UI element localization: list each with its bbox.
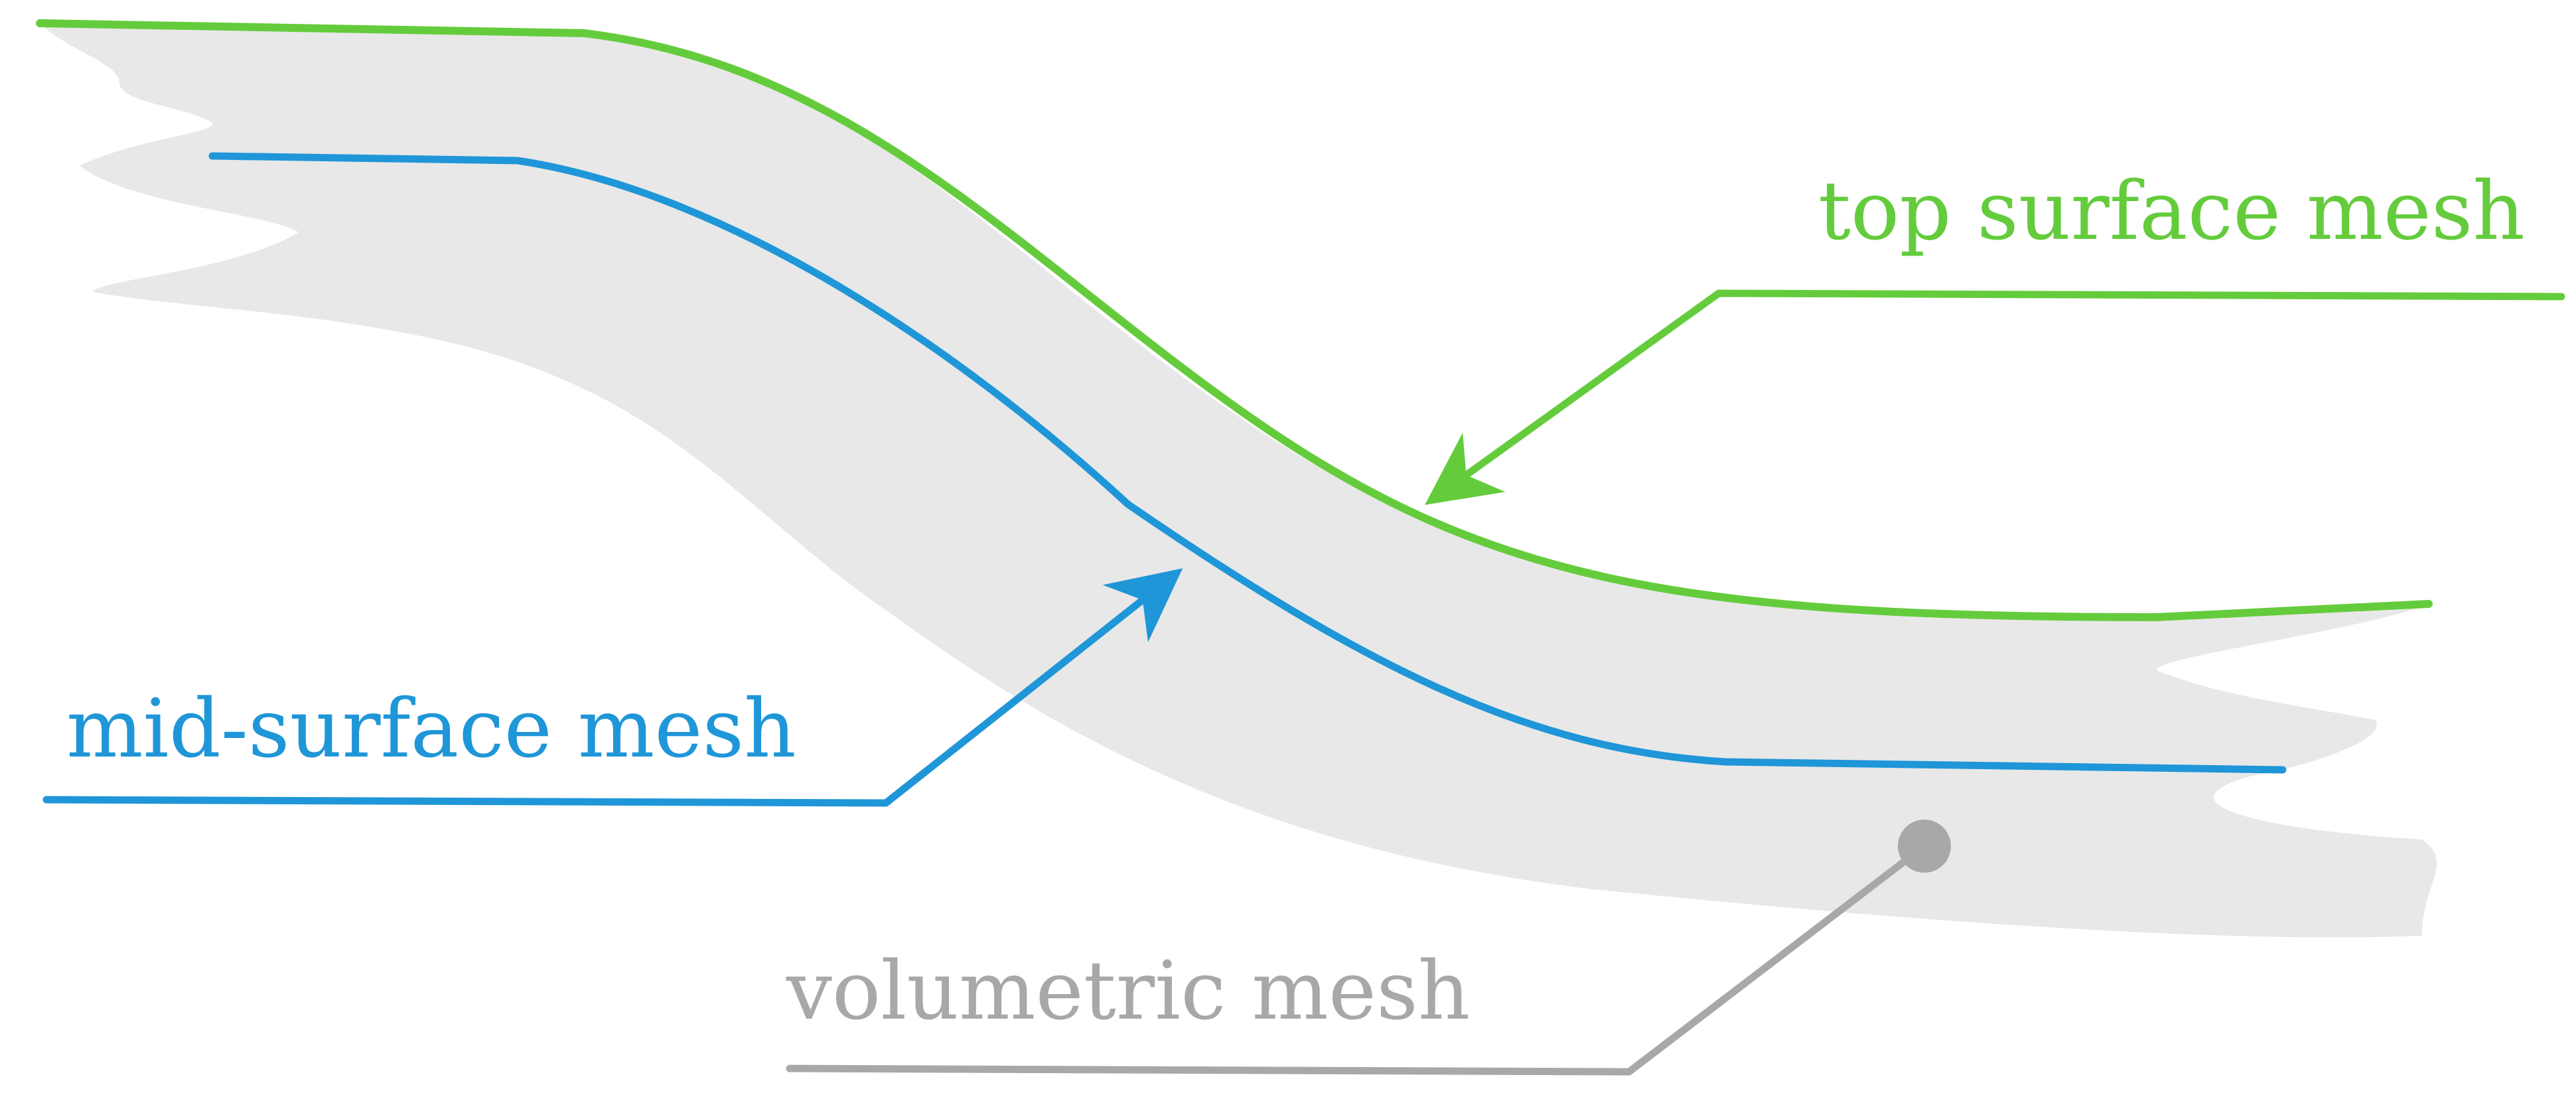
volumetric-leader-dot [1898, 820, 1951, 873]
mid-surface-line [208, 152, 2287, 774]
mid-surface-leader [42, 568, 1183, 807]
top-surface-line [36, 19, 2433, 622]
mid-surface-label: mid-surface mesh [66, 682, 796, 776]
volumetric-label: volumetric mesh [786, 944, 1470, 1038]
top-surface-label: top surface mesh [1818, 164, 2525, 258]
volumetric-mesh-shape [40, 23, 2437, 938]
volumetric-leader [786, 842, 1928, 1076]
top-surface-leader [1425, 289, 2565, 505]
